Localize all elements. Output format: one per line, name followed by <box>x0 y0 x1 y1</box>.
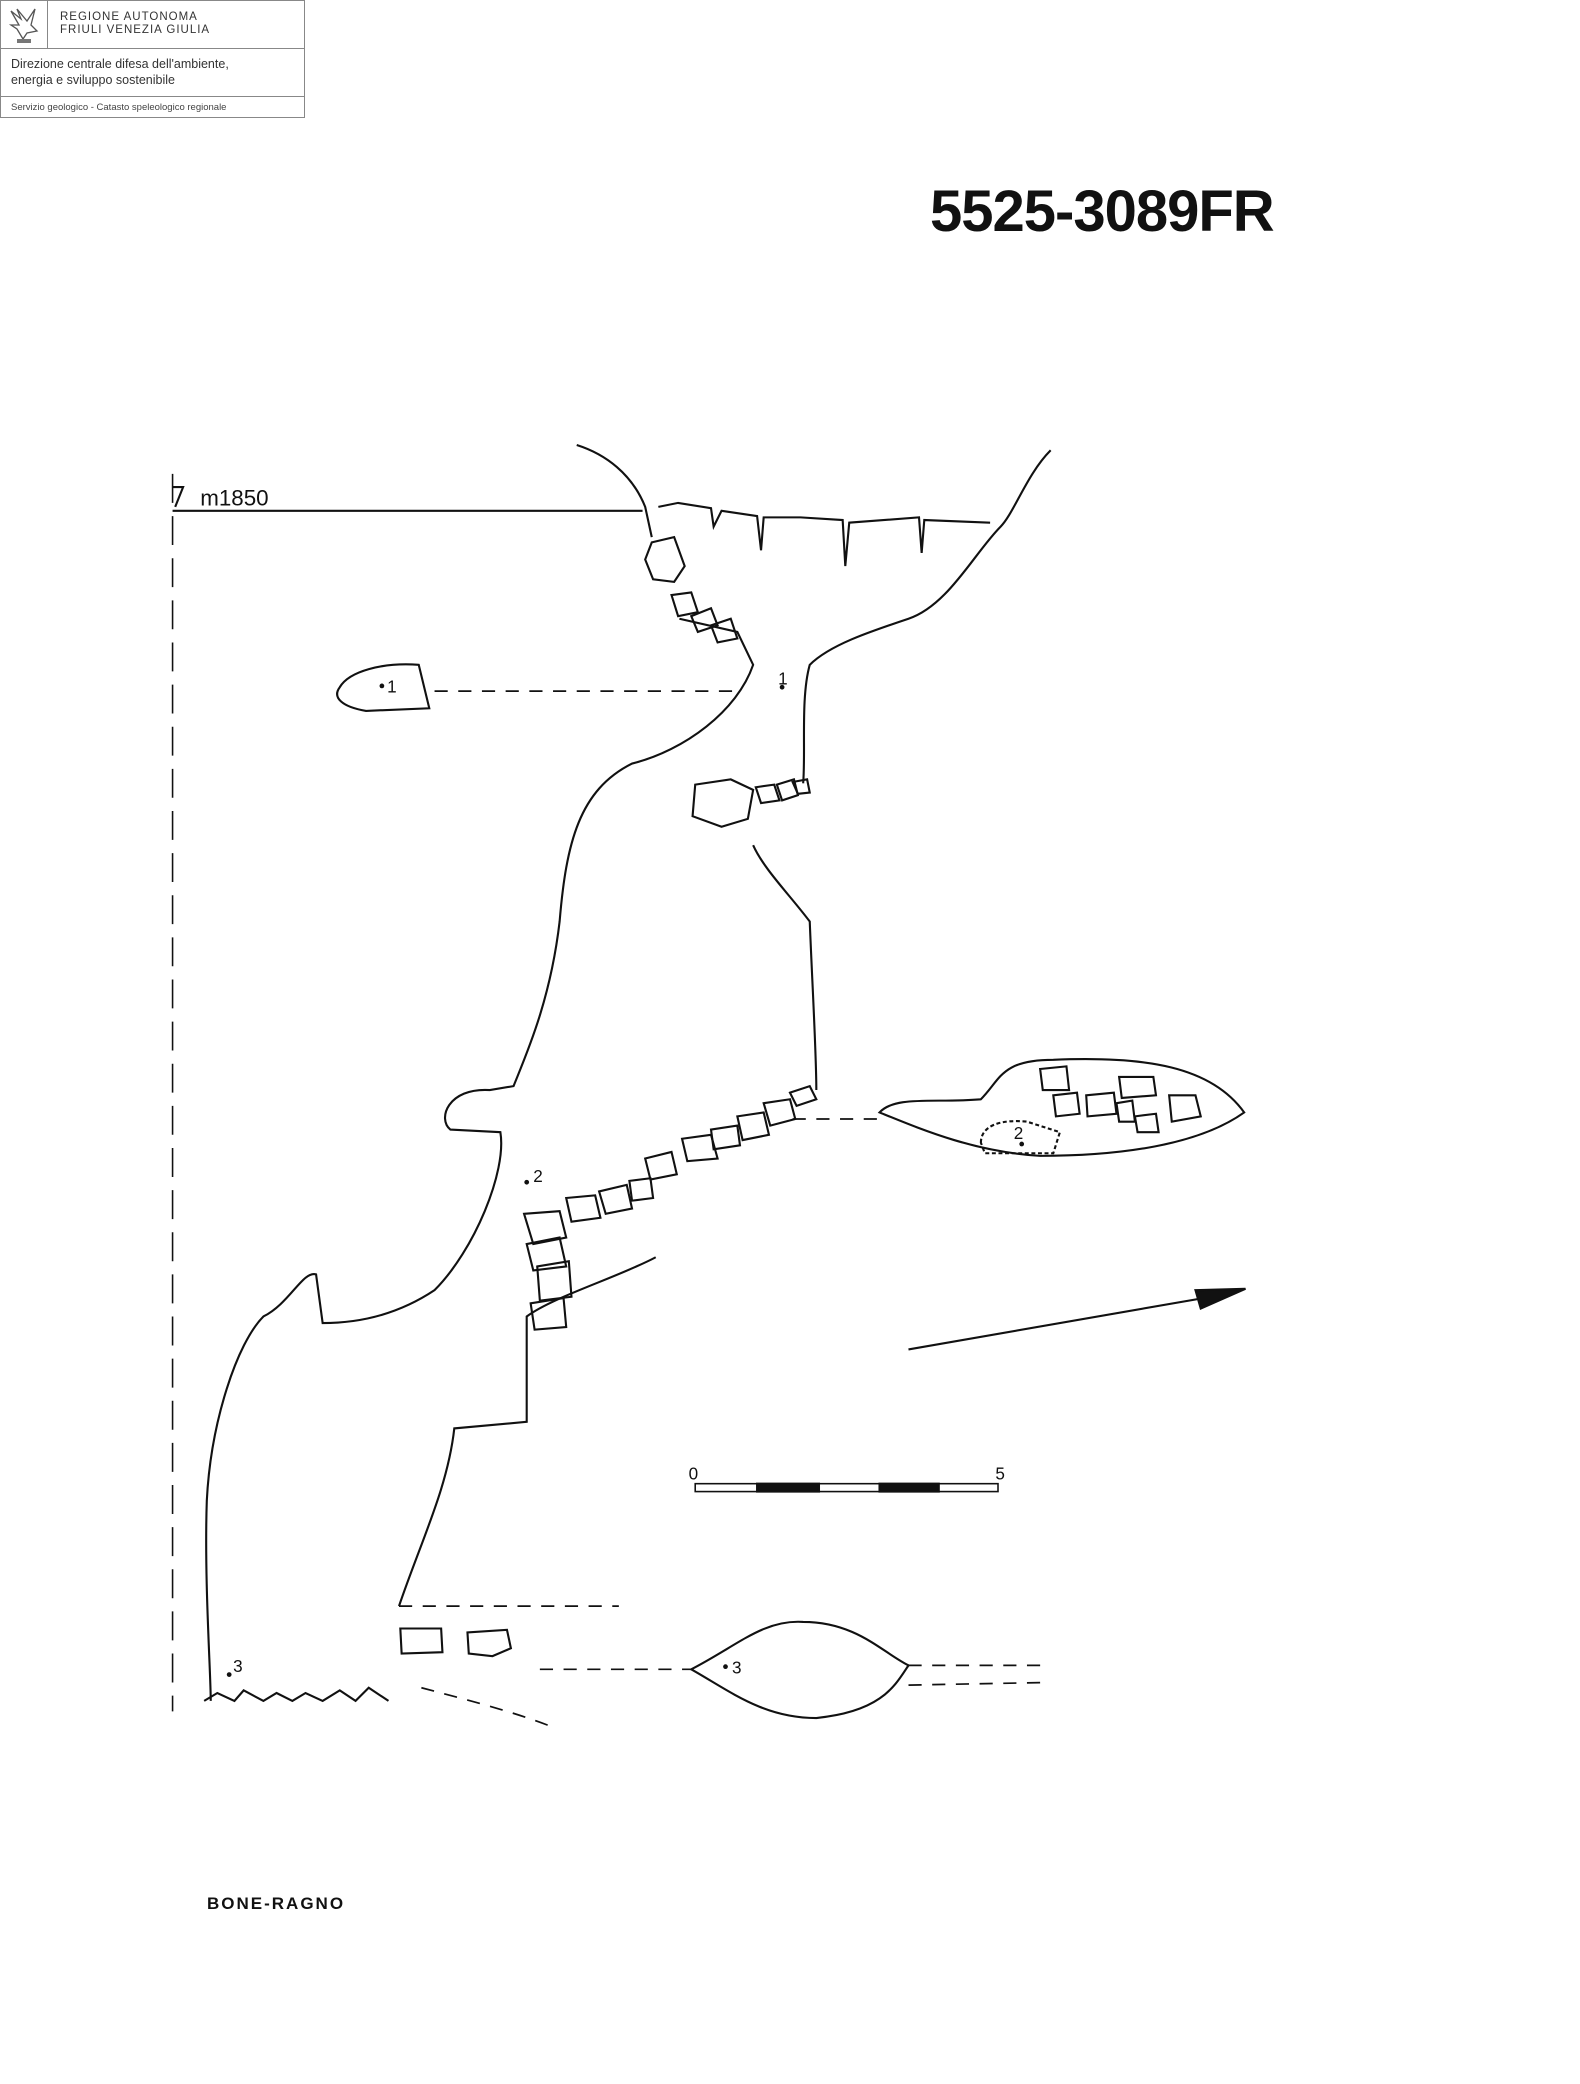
eagle-emblem-icon <box>1 1 48 48</box>
cross-section-1 <box>336 663 431 712</box>
scale-end-label: 5 <box>995 1465 1005 1484</box>
cave-section-left-wall <box>205 443 755 1701</box>
org-name-line2: FRIULI VENEZIA GIULIA <box>60 24 211 36</box>
cross-section-3 <box>689 1620 911 1720</box>
station-label: 3 <box>233 1657 243 1676</box>
survey-authors: BONE-RAGNO <box>207 1894 346 1913</box>
cross-section-2 <box>877 1057 1246 1157</box>
station-label: 1 <box>778 670 788 689</box>
service-name: Servizio geologico - Catasto speleologic… <box>11 102 227 113</box>
scale-start-label: 0 <box>689 1465 699 1484</box>
cave-code-title: 5525-3089FR <box>930 179 1275 244</box>
cave-section-right-wall <box>398 449 1052 1607</box>
north-arrow-icon <box>908 1287 1246 1351</box>
elevation-label: m1850 <box>200 486 268 511</box>
station-label: 2 <box>1014 1124 1024 1143</box>
station-label: 1 <box>387 677 397 696</box>
floor-lines <box>399 690 1047 1729</box>
institution-header: REGIONE AUTONOMA FRIULI VENEZIA GIULIA D… <box>0 0 305 118</box>
direction-line1: Direzione centrale difesa dell'ambiente, <box>11 57 229 71</box>
scale-bar: 0 5 <box>689 1465 1005 1493</box>
direction-line2: energia e sviluppo sostenibile <box>11 73 175 87</box>
station-label: 2 <box>533 1167 543 1186</box>
elevation-reference: m1850 <box>171 473 643 1712</box>
ceiling-profile <box>658 501 991 567</box>
boulders <box>203 535 818 1703</box>
station-label: 3 <box>732 1658 742 1677</box>
org-name-line1: REGIONE AUTONOMA <box>60 11 198 23</box>
cross-section-2-boulders <box>979 1065 1203 1155</box>
